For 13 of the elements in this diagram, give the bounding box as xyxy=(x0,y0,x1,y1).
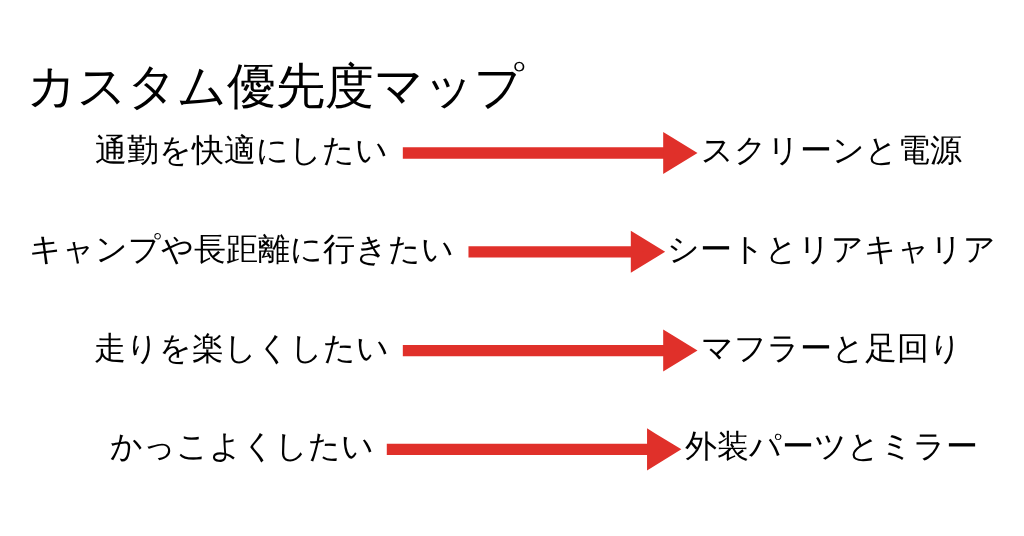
node-text: マフラーと足回り xyxy=(701,328,963,367)
arrow xyxy=(386,428,682,471)
node-text: 走りを楽しくしたい xyxy=(94,328,390,367)
arrow xyxy=(402,329,698,372)
arrow xyxy=(468,230,666,273)
diagram-title: カスタム優先度マップ xyxy=(27,57,525,114)
node-text: かっこよくしたい xyxy=(109,427,374,466)
node-text: 外装パーツとミラー xyxy=(685,427,979,466)
node-text: 通勤を快適にしたい xyxy=(95,131,389,170)
arrow xyxy=(402,132,698,175)
node-text: スクリーンと電源 xyxy=(701,131,963,170)
node-text: シートとリアキャリア xyxy=(667,229,997,268)
node-text: キャンプや長距離に行きたい xyxy=(29,229,455,268)
